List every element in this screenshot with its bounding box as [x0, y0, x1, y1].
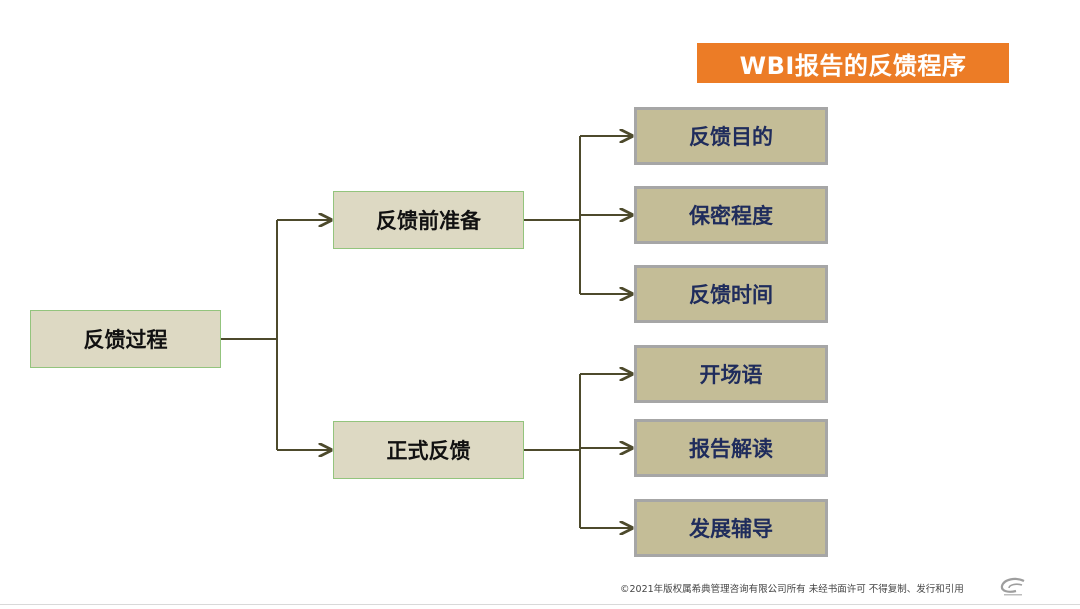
leaf-node-label: 发展辅导 [689, 517, 773, 541]
leaf-node-label: 开场语 [699, 363, 763, 387]
copyright-footer: ©2021年版权属希典管理咨询有限公司所有 未经书面许可 不得复制、发行和引用 [620, 584, 964, 595]
branch-node-prep: 反馈前准备 [333, 191, 524, 249]
branch-node-formal: 正式反馈 [333, 421, 524, 479]
leaf-node: 反馈时间 [634, 265, 828, 323]
leaf-node: 发展辅导 [634, 499, 828, 557]
leaf-node-label: 报告解读 [689, 437, 773, 461]
leaf-node-label: 反馈目的 [689, 125, 773, 149]
root-node-label: 反馈过程 [83, 328, 168, 352]
leaf-node-label: 保密程度 [689, 204, 773, 228]
leaf-node: 报告解读 [634, 419, 828, 477]
leaf-node-label: 反馈时间 [689, 283, 773, 307]
root-node: 反馈过程 [30, 310, 221, 368]
leaf-node: 开场语 [634, 345, 828, 403]
diagram-title: WBI报告的反馈程序 [739, 51, 967, 80]
leaf-node: 反馈目的 [634, 107, 828, 165]
branch-node-formal-label: 正式反馈 [386, 439, 471, 463]
leaf-node: 保密程度 [634, 186, 828, 244]
branch-node-prep-label: 反馈前准备 [376, 209, 481, 233]
bottom-divider [0, 604, 1080, 605]
title-banner: WBI报告的反馈程序 [697, 43, 1009, 83]
company-logo-icon [1000, 577, 1025, 596]
